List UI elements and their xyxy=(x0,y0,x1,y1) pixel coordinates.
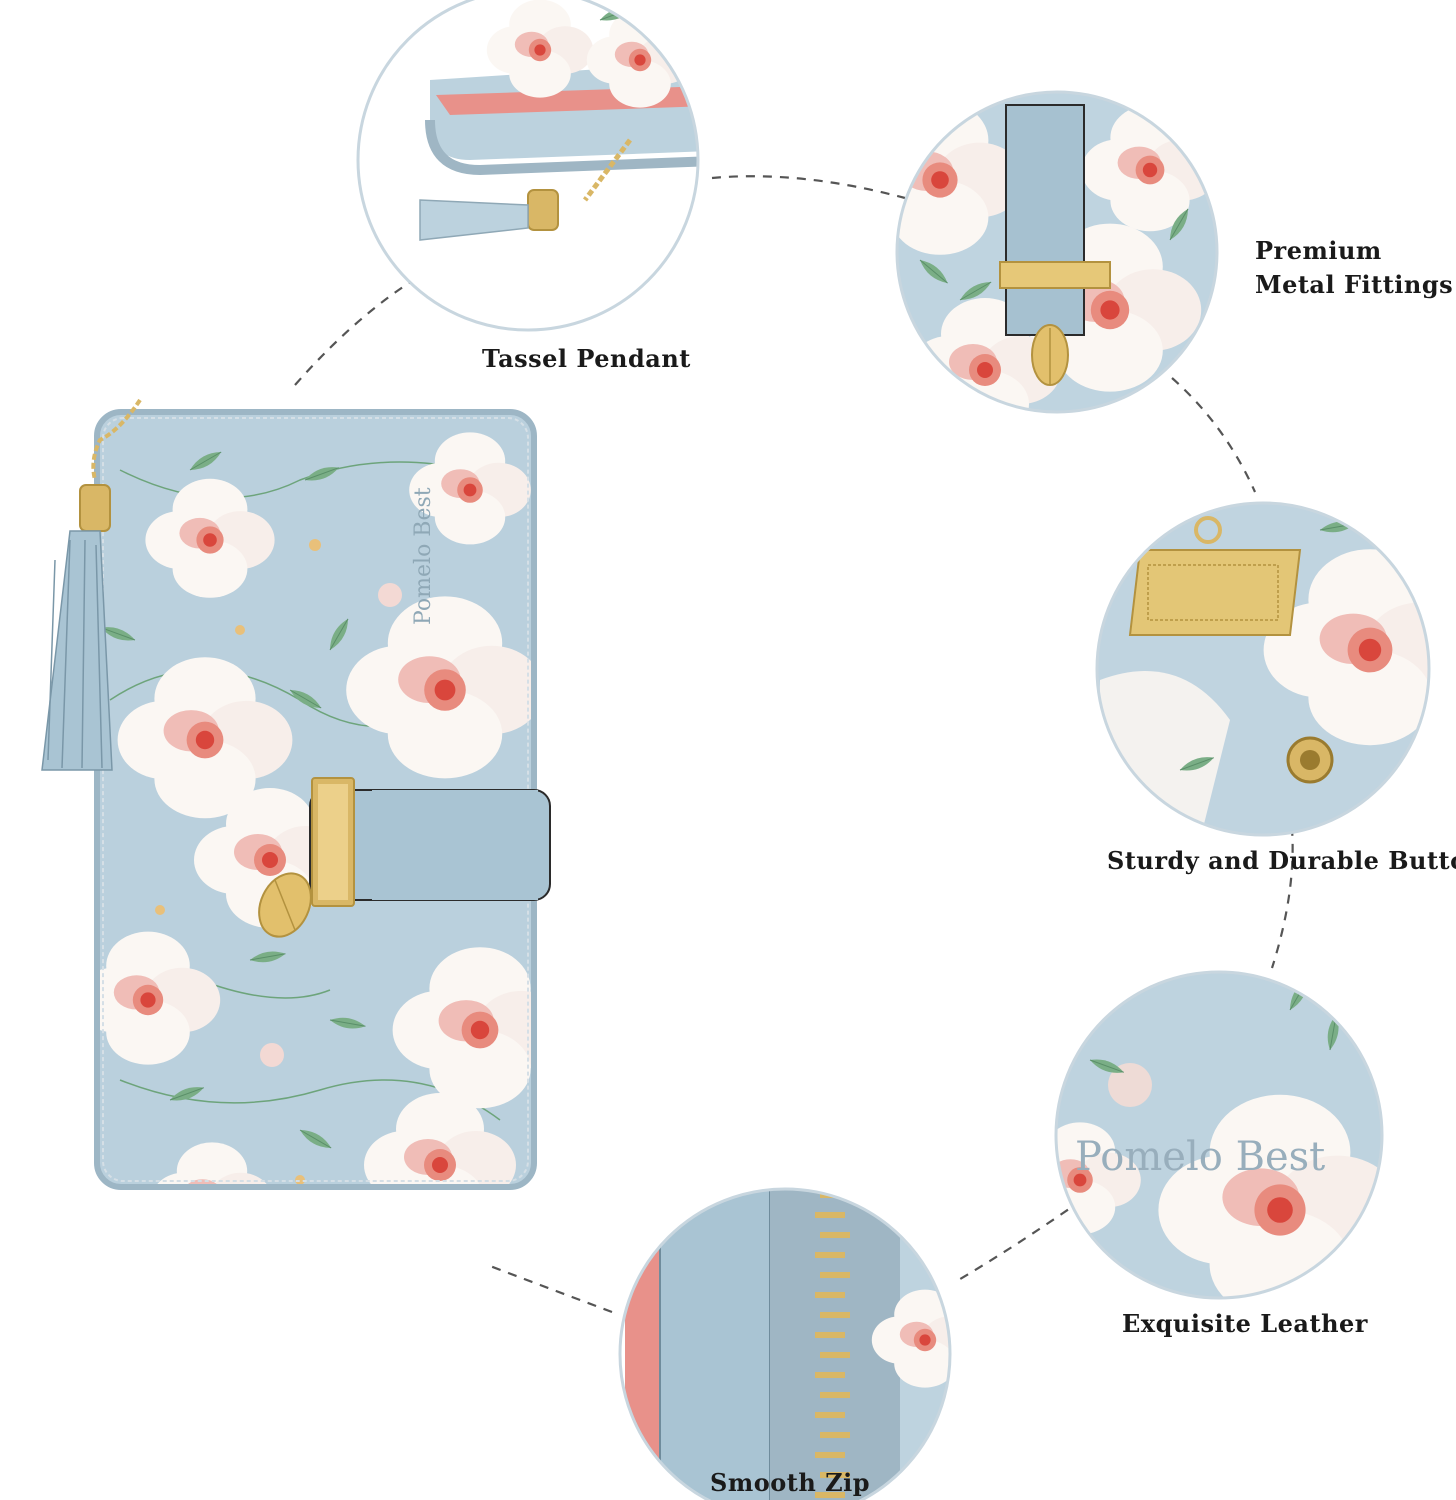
feature-label-metal-fittings: Premium Metal Fittings xyxy=(1255,236,1454,299)
feature-label-button: Sturdy and Durable Button xyxy=(1107,846,1456,875)
wallet-brand-text: Pomelo Best xyxy=(411,487,436,625)
detail-circle-button xyxy=(1095,501,1431,837)
wallet-main-image: Pomelo Best xyxy=(41,398,551,1190)
leather-brand-text: Pomelo Best xyxy=(1075,1134,1325,1180)
tassel-pendant xyxy=(41,398,142,771)
detail-circle-zip xyxy=(618,1187,952,1500)
feature-label-leather: Exquisite Leather xyxy=(1122,1309,1368,1338)
detail-circle-leather: Pomelo Best xyxy=(1054,970,1384,1300)
feature-label-tassel: Tassel Pendant xyxy=(482,344,691,373)
detail-circle-tassel xyxy=(356,0,700,332)
detail-circle-metal-fittings xyxy=(895,90,1219,414)
feature-label-zip: Smooth Zip xyxy=(710,1468,871,1497)
